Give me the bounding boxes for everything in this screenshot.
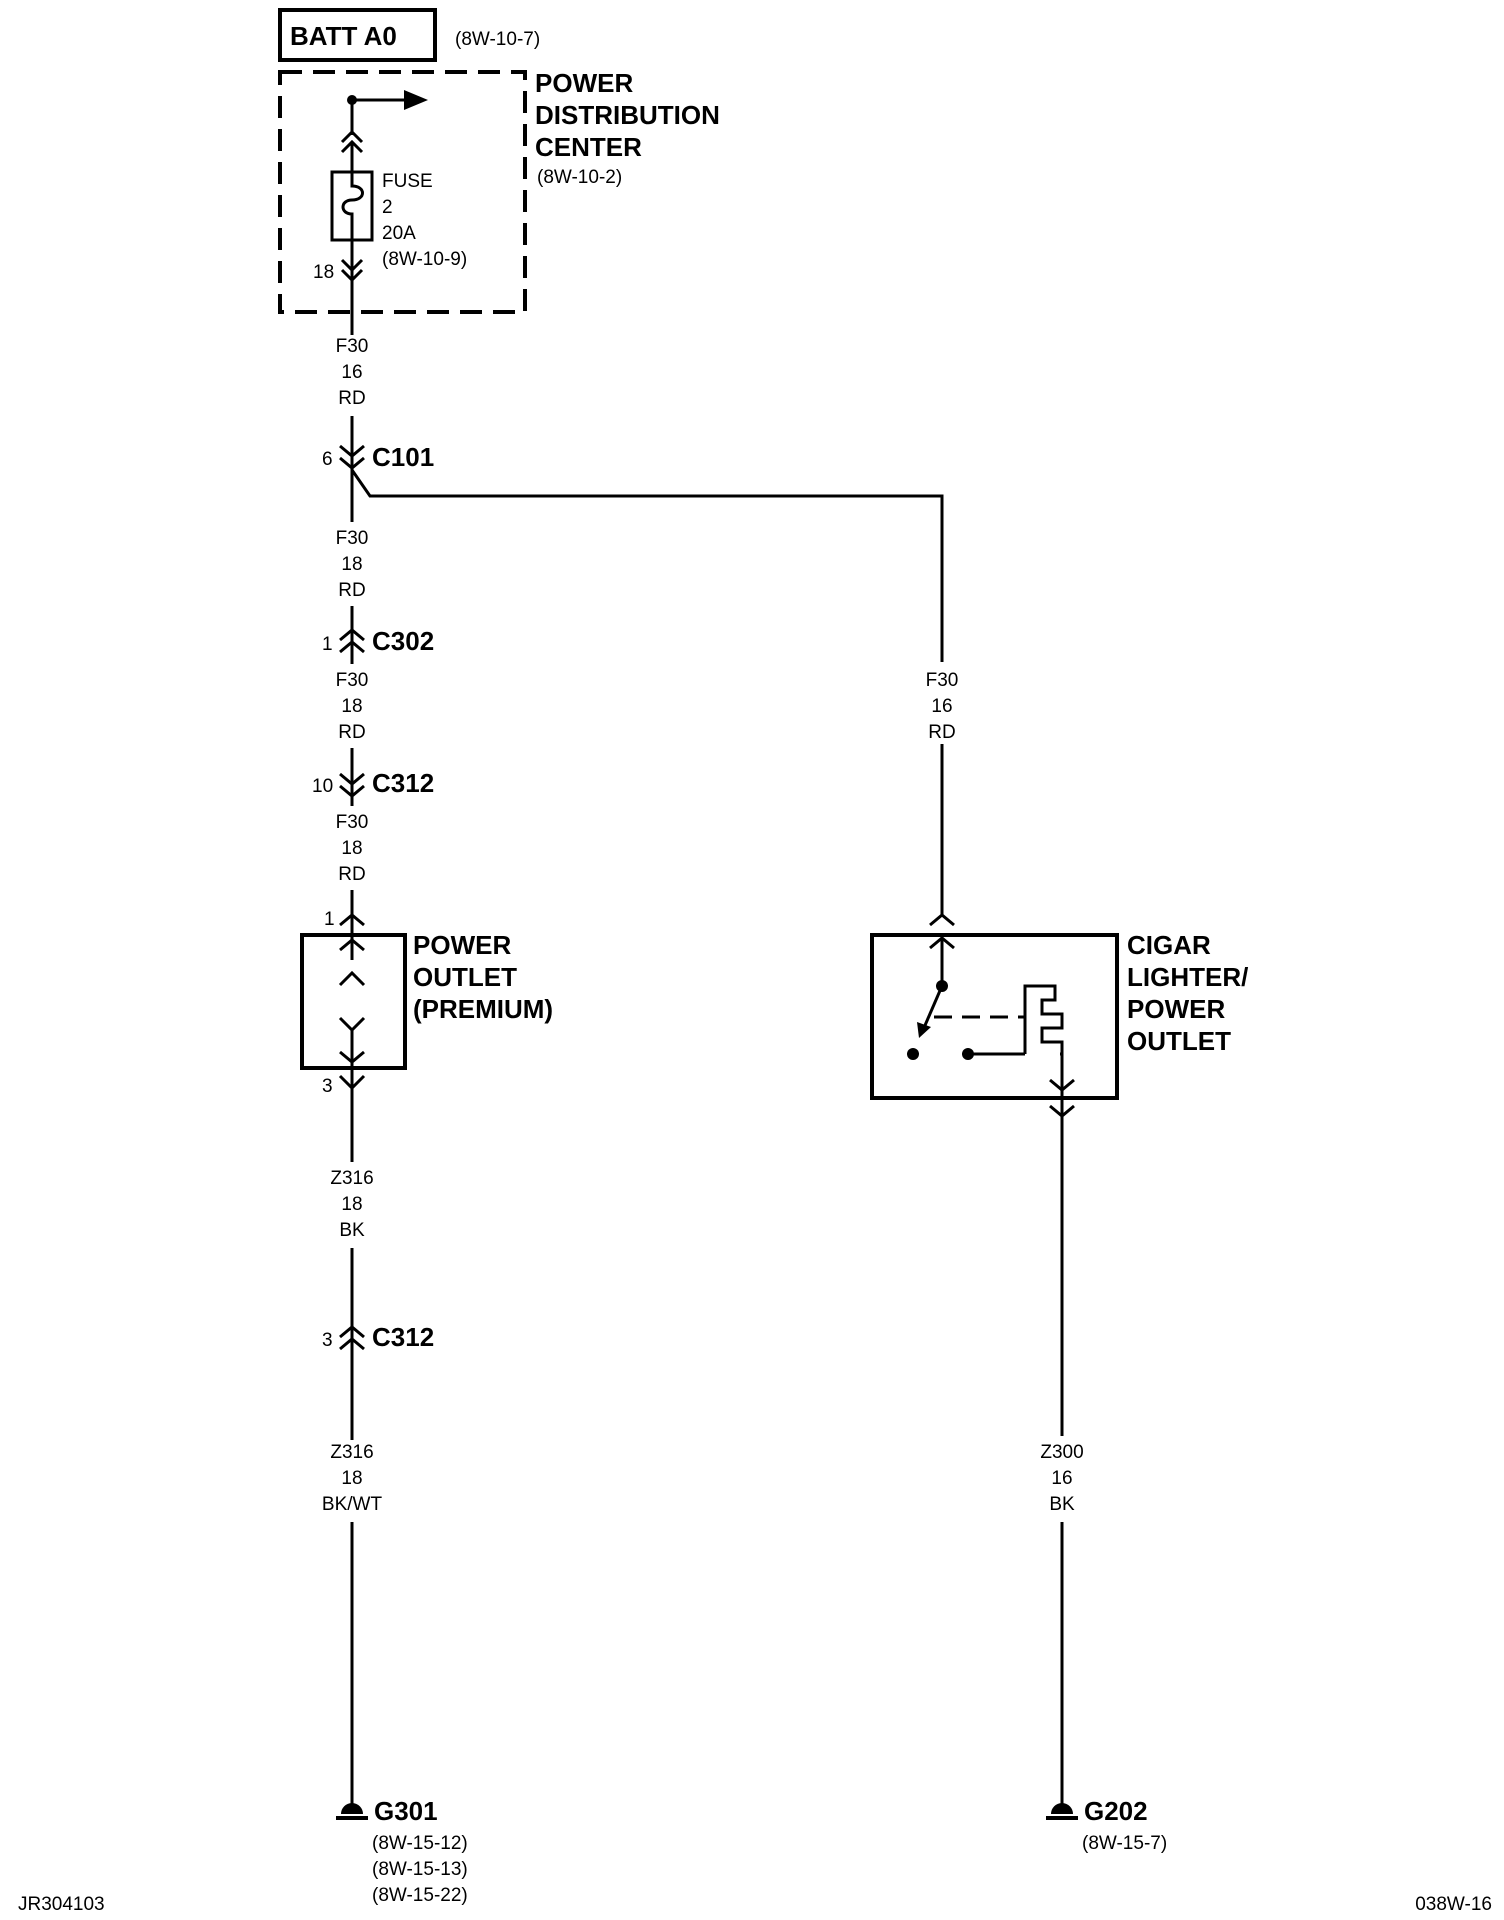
wire-w1-gauge: 16	[341, 362, 362, 383]
g202-ground-icon	[1051, 1803, 1073, 1814]
cl-heater-element	[1023, 984, 1064, 1056]
cl-switch-arrow	[917, 1022, 931, 1038]
wire-w3-gauge: 18	[341, 696, 362, 717]
g202-name: G202	[1084, 1796, 1148, 1826]
g301-ref-3: (8W-15-22)	[372, 1885, 468, 1906]
fuse-element	[341, 172, 364, 240]
c312b-name: C312	[372, 1322, 434, 1352]
g301-ref-2: (8W-15-13)	[372, 1859, 468, 1880]
pdc-title-line2: DISTRIBUTION	[535, 100, 720, 130]
c312b-chevron-2	[339, 1337, 365, 1351]
cl-title-line2: LIGHTER/	[1127, 962, 1248, 992]
footer-left-code: JR304103	[18, 1894, 105, 1915]
branch-wire	[350, 469, 944, 915]
wire-w7-gauge: 18	[341, 1468, 362, 1489]
c312b-chevron-1	[339, 1325, 365, 1339]
pdc-box	[278, 70, 527, 314]
wire-w8-circuit: Z300	[1040, 1442, 1083, 1463]
wire-w7-circuit: Z316	[330, 1442, 373, 1463]
wire-w3-circuit: F30	[336, 670, 369, 691]
fuse-pin: 18	[313, 262, 334, 283]
po-contact-down	[338, 1016, 366, 1033]
g301-ground-icon	[341, 1803, 363, 1814]
pdc-ref: (8W-10-2)	[537, 167, 622, 188]
g202-ref-1: (8W-15-7)	[1082, 1833, 1167, 1854]
wire-w6-circuit: Z316	[330, 1168, 373, 1189]
c302-name: C302	[372, 626, 434, 656]
po-title-line2: OUTLET	[413, 962, 517, 992]
wire-w5-circuit: F30	[926, 670, 959, 691]
c312a-name: C312	[372, 768, 434, 798]
wire-w5-color: RD	[928, 722, 955, 743]
wire-w4-color: RD	[338, 864, 365, 885]
po-internal-chevron-bottom	[339, 1050, 365, 1064]
cl-title-line1: CIGAR	[1127, 930, 1211, 960]
fuse-label-line1: FUSE	[382, 171, 433, 192]
wire-w3-color: RD	[338, 722, 365, 743]
c312b-pin: 3	[322, 1330, 333, 1351]
po-pin-in: 1	[324, 909, 335, 930]
fuse-bottom-connector	[340, 258, 364, 273]
wire-w5-gauge: 16	[931, 696, 952, 717]
c101-name: C101	[372, 442, 434, 472]
wire-w2-gauge: 18	[341, 554, 362, 575]
wire-w5-label-bg	[920, 662, 964, 744]
wire-w2-circuit: F30	[336, 528, 369, 549]
fuse-top-connector	[340, 129, 364, 144]
batt-box	[278, 8, 437, 62]
po-pin-out: 3	[322, 1076, 333, 1097]
cigar-lighter-box	[870, 933, 1119, 1100]
c101-chevron-1	[339, 444, 365, 458]
cl-switch-contact	[907, 1048, 919, 1060]
cl-switch-blade	[921, 985, 944, 1031]
po-title-line1: POWER	[413, 930, 511, 960]
wire-w7-color: BK/WT	[322, 1494, 383, 1515]
batt-ref: (8W-10-7)	[455, 29, 540, 50]
pdc-title-line1: POWER	[535, 68, 633, 98]
po-pin1-chevron	[339, 913, 365, 927]
c312a-chevron-1	[339, 772, 365, 786]
c302-pin: 1	[322, 634, 333, 655]
footer-right-code: 038W-16	[1415, 1894, 1492, 1915]
wire-w4-circuit: F30	[336, 812, 369, 833]
c101-chevron-2	[339, 456, 365, 470]
c302-chevron-2	[339, 640, 365, 654]
g301-ref-1: (8W-15-12)	[372, 1833, 468, 1854]
po-title-line3: (PREMIUM)	[413, 994, 553, 1024]
po-internal-chevron-top	[339, 938, 365, 952]
bus-arrow-head	[404, 90, 428, 110]
wire-w4-gauge: 18	[341, 838, 362, 859]
wire-w2-color: RD	[338, 580, 365, 601]
batt-label: BATT A0	[290, 21, 397, 51]
fuse-label-line2: 2	[382, 197, 393, 218]
wire-w1-color: RD	[338, 388, 365, 409]
c312a-pin: 10	[312, 776, 333, 797]
po-contact-up	[338, 970, 366, 987]
c302-chevron-1	[339, 628, 365, 642]
wire-w6-gauge: 18	[341, 1194, 362, 1215]
cl-title-line4: OUTLET	[1127, 1026, 1231, 1056]
fuse-ref: (8W-10-9)	[382, 249, 467, 270]
cl-input-chevron	[929, 913, 955, 927]
wire-w8-gauge: 16	[1051, 1468, 1072, 1489]
g301-name: G301	[374, 1796, 438, 1826]
fuse-label-line3: 20A	[382, 223, 416, 244]
pdc-title-line3: CENTER	[535, 132, 642, 162]
cl-internal-return-chevron	[1049, 1078, 1075, 1092]
c101-pin: 6	[322, 449, 333, 470]
cl-title-line3: POWER	[1127, 994, 1225, 1024]
wire-w1-circuit: F30	[336, 336, 369, 357]
wire-w6-color: BK	[339, 1220, 365, 1241]
wire-w8-color: BK	[1049, 1494, 1075, 1515]
